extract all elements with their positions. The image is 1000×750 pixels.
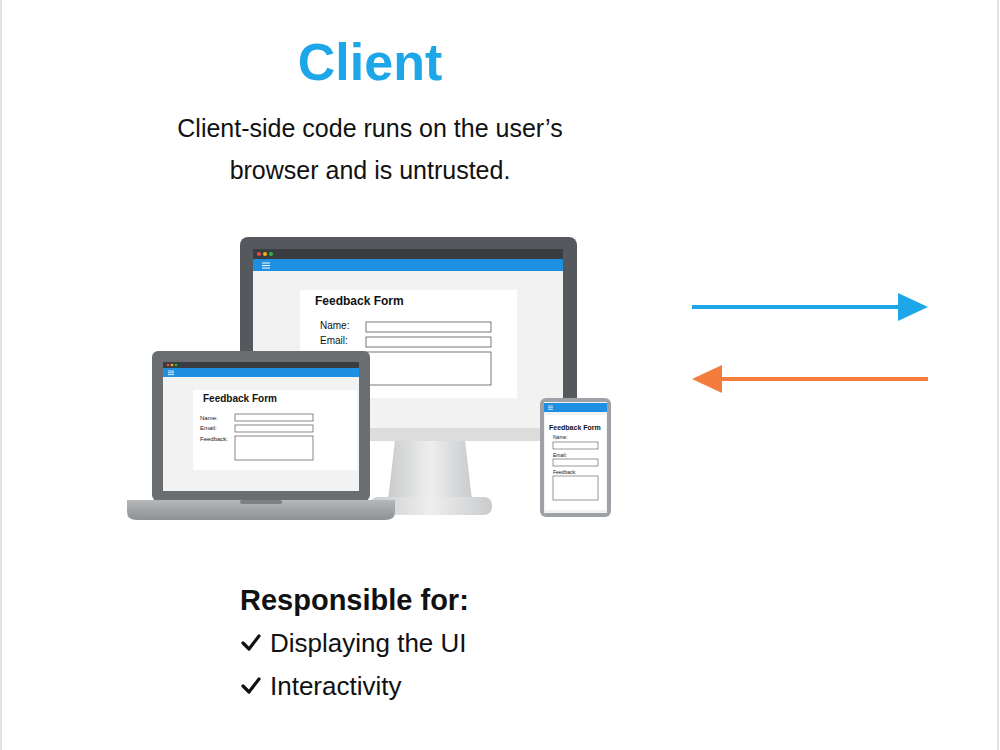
input-field <box>366 322 491 332</box>
field-label: Name: <box>200 414 218 422</box>
checklist-item: Interactivity <box>270 667 670 705</box>
field-label: Feedback: <box>200 435 228 443</box>
laptop-notch <box>240 500 282 504</box>
textarea-field <box>366 352 491 385</box>
frame-edge <box>997 0 999 750</box>
window-dot <box>167 364 170 367</box>
checklist-item: Displaying the UI <box>270 624 670 662</box>
form-heading: Feedback Form <box>549 423 601 432</box>
section-heading: Responsible for: <box>240 580 640 620</box>
field-label: Email: <box>553 452 567 459</box>
laptop-screen <box>163 362 359 491</box>
frame-edge <box>0 0 2 750</box>
input-field <box>553 442 598 449</box>
menu-icon <box>262 263 270 268</box>
check-mark <box>243 636 259 649</box>
form-panel <box>193 390 357 470</box>
input-field <box>366 337 491 347</box>
menu-icon <box>548 406 553 409</box>
window-dot <box>175 364 178 367</box>
textarea-field <box>235 436 313 460</box>
phone-body <box>540 398 611 517</box>
request-arrow <box>692 305 902 309</box>
window-dot <box>269 252 273 256</box>
menu-icon <box>168 371 174 375</box>
window-dot <box>171 364 174 367</box>
arrow-head <box>898 293 928 321</box>
form-panel <box>545 415 606 510</box>
description-text: Client-side code runs on the user’s brow… <box>160 107 580 191</box>
input-field <box>235 414 313 421</box>
input-field <box>235 425 313 432</box>
field-label: Email: <box>320 335 348 347</box>
textarea-field <box>553 476 598 500</box>
field-label: Name: <box>320 320 349 332</box>
laptop-lid <box>152 351 370 501</box>
nav-bar <box>253 259 563 271</box>
window-dot <box>257 252 261 256</box>
field-label: Name: <box>553 434 568 441</box>
check-mark <box>243 679 259 692</box>
field-label: Email: <box>200 424 217 432</box>
form-heading: Feedback Form <box>203 393 277 405</box>
monitor-stand <box>388 440 472 500</box>
input-field <box>553 459 598 466</box>
response-arrow <box>718 377 928 381</box>
window-bar <box>163 362 359 368</box>
window-bar <box>253 249 563 259</box>
diagram-title: Client <box>170 31 570 93</box>
nav-bar <box>544 403 607 412</box>
nav-bar <box>163 368 359 377</box>
form-panel: Feedback FormName: Email: Feedback: <box>193 390 357 470</box>
field-label: Feedback: <box>553 469 576 476</box>
phone-screen <box>544 402 607 513</box>
form-panel: Feedback FormName: Email: <box>300 290 517 398</box>
laptop-base <box>127 500 395 520</box>
form-panel: Feedback FormName: Email: Feedback: <box>545 415 606 510</box>
arrow-head <box>692 365 722 393</box>
window-dot <box>263 252 267 256</box>
form-heading: Feedback Form <box>315 294 404 308</box>
